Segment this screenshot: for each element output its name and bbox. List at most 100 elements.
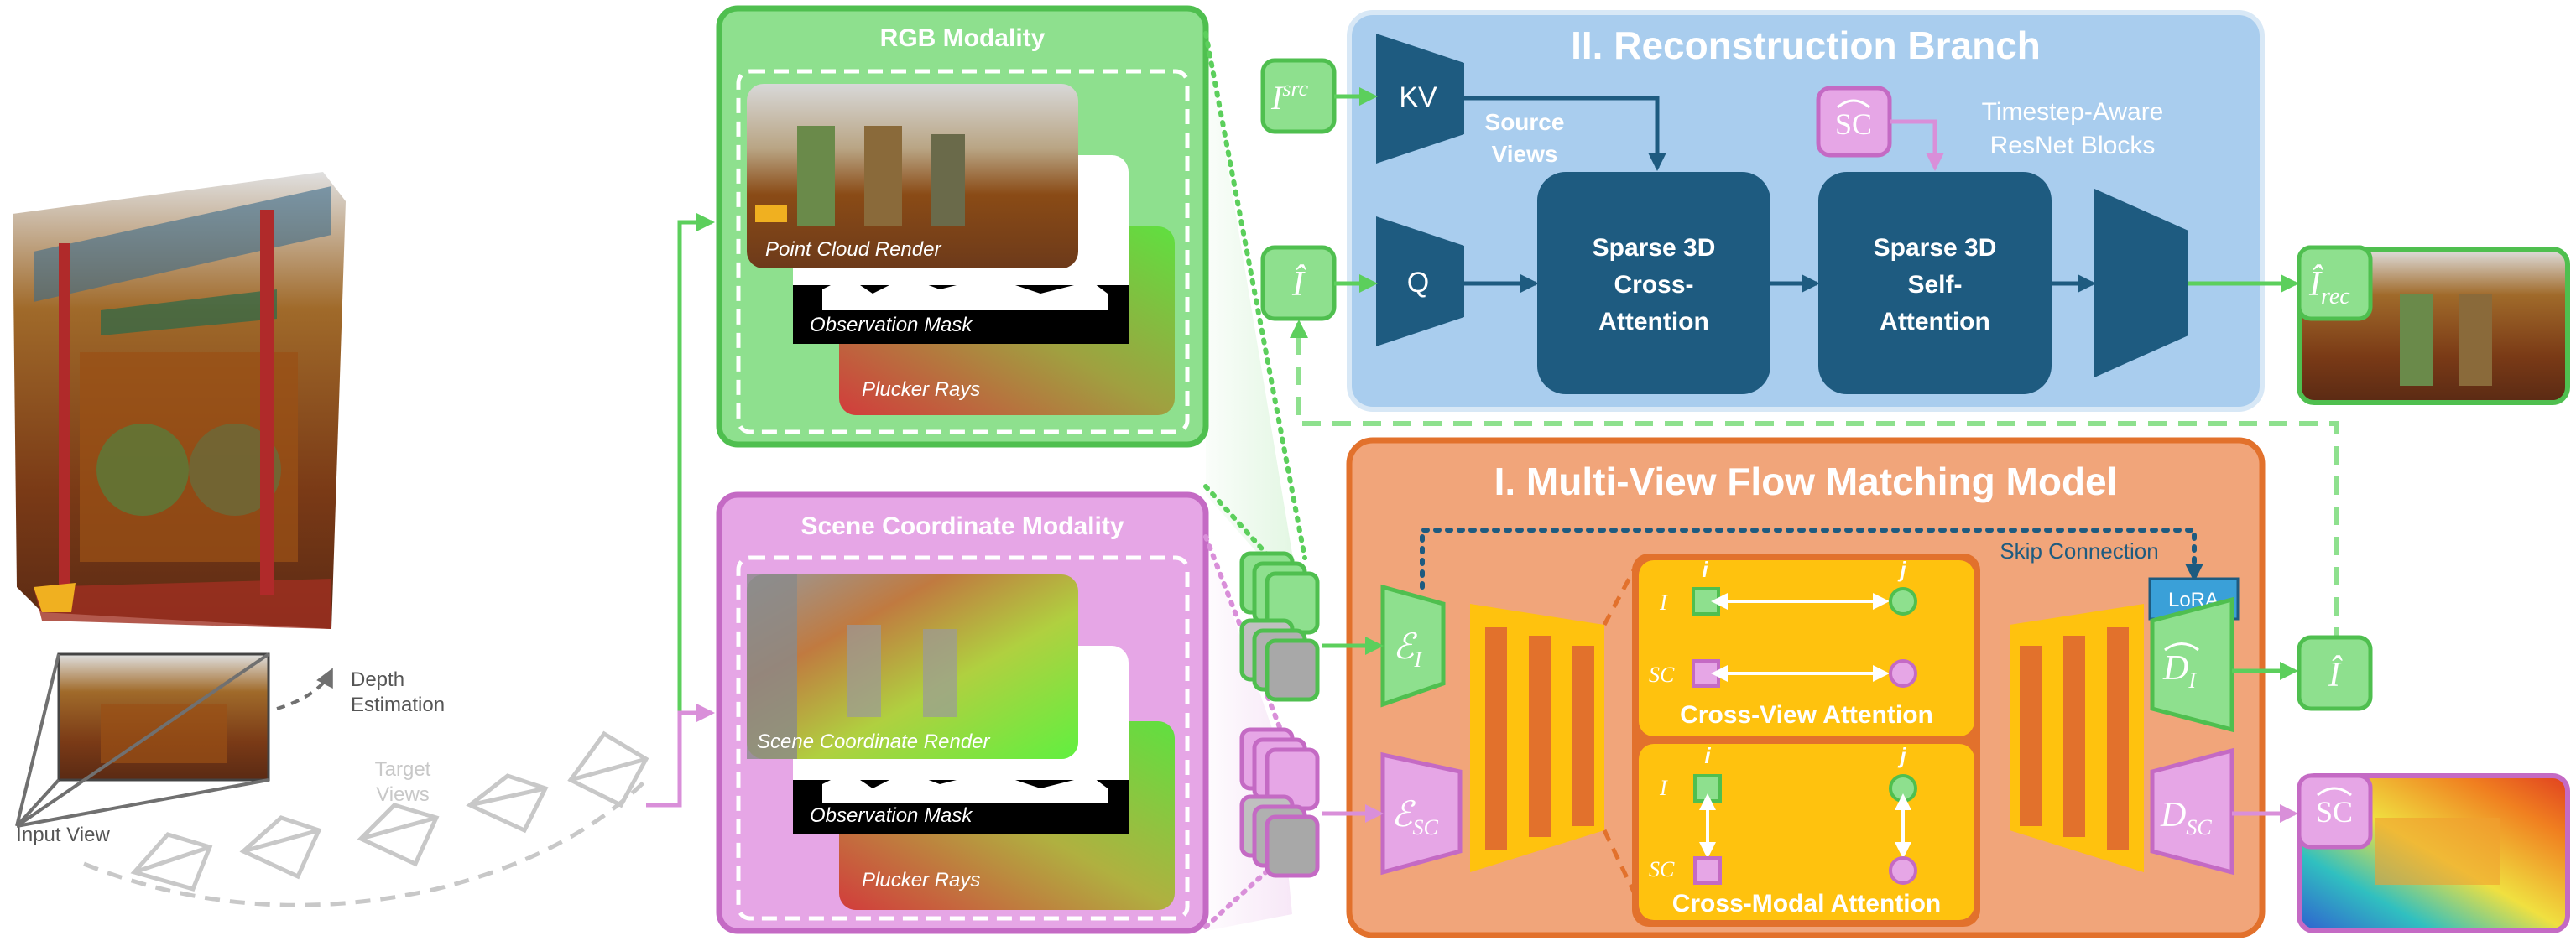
i-hat-label: Î	[1291, 264, 1306, 304]
cross-modal-j-index: j	[1897, 743, 1906, 768]
self-attention-l2: Self-	[1907, 271, 1962, 299]
cross-modal-j-sc-token	[1889, 856, 1917, 885]
sc-observation-mask-label: Observation Mask	[810, 804, 973, 827]
cross-attention-l1: Sparse 3D	[1593, 234, 1716, 262]
i-rec-main-2: Î	[2308, 264, 2323, 304]
decoder-sc-label: DSC	[2160, 796, 2212, 840]
sc-modality-title: Scene Coordinate Modality	[800, 512, 1124, 540]
encoder-i-main: ℰ	[1393, 628, 1418, 667]
out-sc-hat-label: SC	[2316, 795, 2353, 829]
self-attention-l3: Attention	[1880, 308, 1990, 335]
cross-modal-sc-row-label: SC	[1649, 857, 1675, 881]
arrow-to-rgb	[663, 213, 715, 808]
out-i-hat-token	[2297, 635, 2373, 711]
cross-view-j-token-sc	[1889, 659, 1917, 688]
depth-arrow	[276, 668, 333, 710]
decoder-i-label: DI	[2162, 649, 2197, 693]
cross-view-sc-token	[1692, 659, 1720, 688]
i-src-main: I	[1270, 79, 1284, 117]
skip-connection-label: Skip Connection	[2000, 538, 2158, 564]
target-camera-frustums	[130, 730, 649, 892]
cross-view-i-index: i	[1702, 557, 1708, 582]
flow-matching-panel: I. Multi-View Flow Matching Model Skip C…	[1322, 437, 2266, 938]
encoder-sc-sub: SC	[1412, 815, 1438, 840]
cross-view-i-token	[1692, 587, 1720, 616]
rgb-plucker-rays-label: Plucker Rays	[862, 378, 980, 401]
sc-token-stack	[1239, 727, 1320, 878]
cross-modal-j-i-token	[1889, 774, 1917, 803]
rgb-modality-title: RGB Modality	[880, 24, 1046, 52]
rgb-observation-mask-label: Observation Mask	[810, 314, 973, 336]
kv-block	[1376, 34, 1464, 164]
point-cloud-scene	[13, 172, 346, 629]
cross-modal-i-index: i	[1704, 743, 1711, 768]
sc-scene-coordinate-render-label: Scene Coordinate Render	[757, 730, 991, 753]
cross-view-j-index: j	[1897, 557, 1906, 582]
i-hat-feedback-loop	[1290, 320, 2339, 646]
target-views-l2: Views	[376, 783, 430, 806]
arrow-kv-to-cross	[1464, 96, 1666, 171]
input-view-frustum	[15, 652, 270, 828]
cross-attention-l3: Attention	[1598, 308, 1709, 335]
cross-view-j-token-i	[1889, 587, 1917, 616]
rgb-point-cloud-render-label: Point Cloud Render	[765, 238, 941, 261]
rgb-fan-line-top	[1203, 31, 1307, 560]
encoder-i-sub: I	[1413, 647, 1422, 672]
rgb-token-stack	[1239, 551, 1320, 702]
encoder-i-block	[1380, 584, 1446, 708]
sc-plucker-rays-label: Plucker Rays	[862, 869, 980, 892]
i-src-label: Isrc	[1270, 76, 1309, 117]
rgb-fan	[1206, 34, 1317, 621]
encoder-sc-block	[1380, 751, 1463, 876]
input-view-thumbnail	[57, 652, 270, 782]
rgb-modality-panel: RGB Modality Plucker Rays Observation Ma…	[716, 5, 1209, 448]
sc-hat-label: SC	[1835, 107, 1872, 141]
cross-modal-i-token	[1693, 774, 1722, 803]
cross-view-i-row-label: I	[1659, 590, 1668, 615]
reconstruction-title: II. Reconstruction Branch	[1571, 23, 2041, 67]
depth-estimation-l1: Depth	[351, 668, 404, 691]
timestep-aware-l2: ResNet Blocks	[1990, 132, 2156, 159]
timestep-aware-l1: Timestep-Aware	[1982, 98, 2164, 126]
cross-modal-i-row-label: I	[1659, 776, 1668, 800]
encoder-sc-main: ℰ	[1391, 796, 1416, 834]
encoder-sc-label: ℰSC	[1391, 796, 1438, 840]
source-views-l2: Views	[1492, 141, 1558, 167]
input-view-label: Input View	[16, 824, 110, 846]
arrow-sc-to-self	[1890, 119, 1944, 171]
target-views-trajectory	[83, 778, 648, 907]
self-attention-l1: Sparse 3D	[1874, 234, 1997, 262]
cross-attention-label: Sparse 3D Cross- Attention	[1593, 234, 1716, 335]
arrow-to-sc	[646, 704, 715, 808]
encoder-i-label: ℰI	[1393, 628, 1422, 672]
skip-connection-line	[1420, 528, 2203, 590]
decoder-trapezoid	[2094, 189, 2188, 377]
cross-view-sc-row-label: SC	[1649, 663, 1675, 687]
sc-scene-coordinate-render-card	[747, 574, 1078, 759]
i-rec-sub-2: rec	[2321, 283, 2350, 309]
target-views-l1: Target	[375, 758, 431, 781]
decoder-sc-block	[2150, 747, 2234, 876]
sparse-cross-attention-block	[1537, 172, 1770, 394]
decoder-i-sub: I	[2188, 668, 2197, 693]
decoder-i-block	[2150, 596, 2234, 733]
cross-modal-title: Cross-Modal Attention	[1672, 890, 1942, 918]
out-i-hat-label: Î	[2328, 655, 2343, 694]
sc-fan-line-top	[1203, 534, 1286, 741]
sparse-self-attention-block	[1818, 172, 2052, 394]
cross-attention-l2: Cross-	[1614, 271, 1693, 299]
q-label: Q	[1407, 267, 1429, 299]
depth-estimation-l2: Estimation	[351, 694, 445, 716]
i-rec-image	[2297, 245, 2570, 405]
sc-modality-panel: Scene Coordinate Modality Plucker Rays O…	[716, 491, 1209, 934]
cross-view-title: Cross-View Attention	[1680, 701, 1933, 729]
decoder-sc-main: D	[2160, 796, 2186, 834]
q-block	[1376, 216, 1464, 346]
self-attention-label: Sparse 3D Self- Attention	[1874, 234, 1997, 335]
